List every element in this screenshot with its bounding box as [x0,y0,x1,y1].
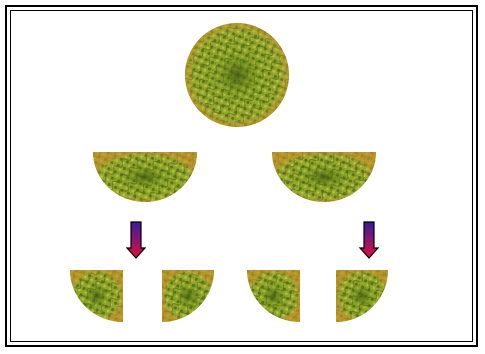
sunflower-quarter-2 [162,270,214,322]
sunflower-whole [185,23,289,127]
sunflower-quarter-4 [336,270,388,322]
sunflower-quarter-3 [247,270,300,322]
sunflower-half-right [272,152,376,202]
down-arrow-right [360,222,378,258]
sunflower-quarter-1 [70,270,123,322]
arrows-layer [127,222,378,258]
down-arrow-left [127,222,145,258]
pieces-layer [70,23,388,322]
sunflower-half-left [93,152,197,202]
